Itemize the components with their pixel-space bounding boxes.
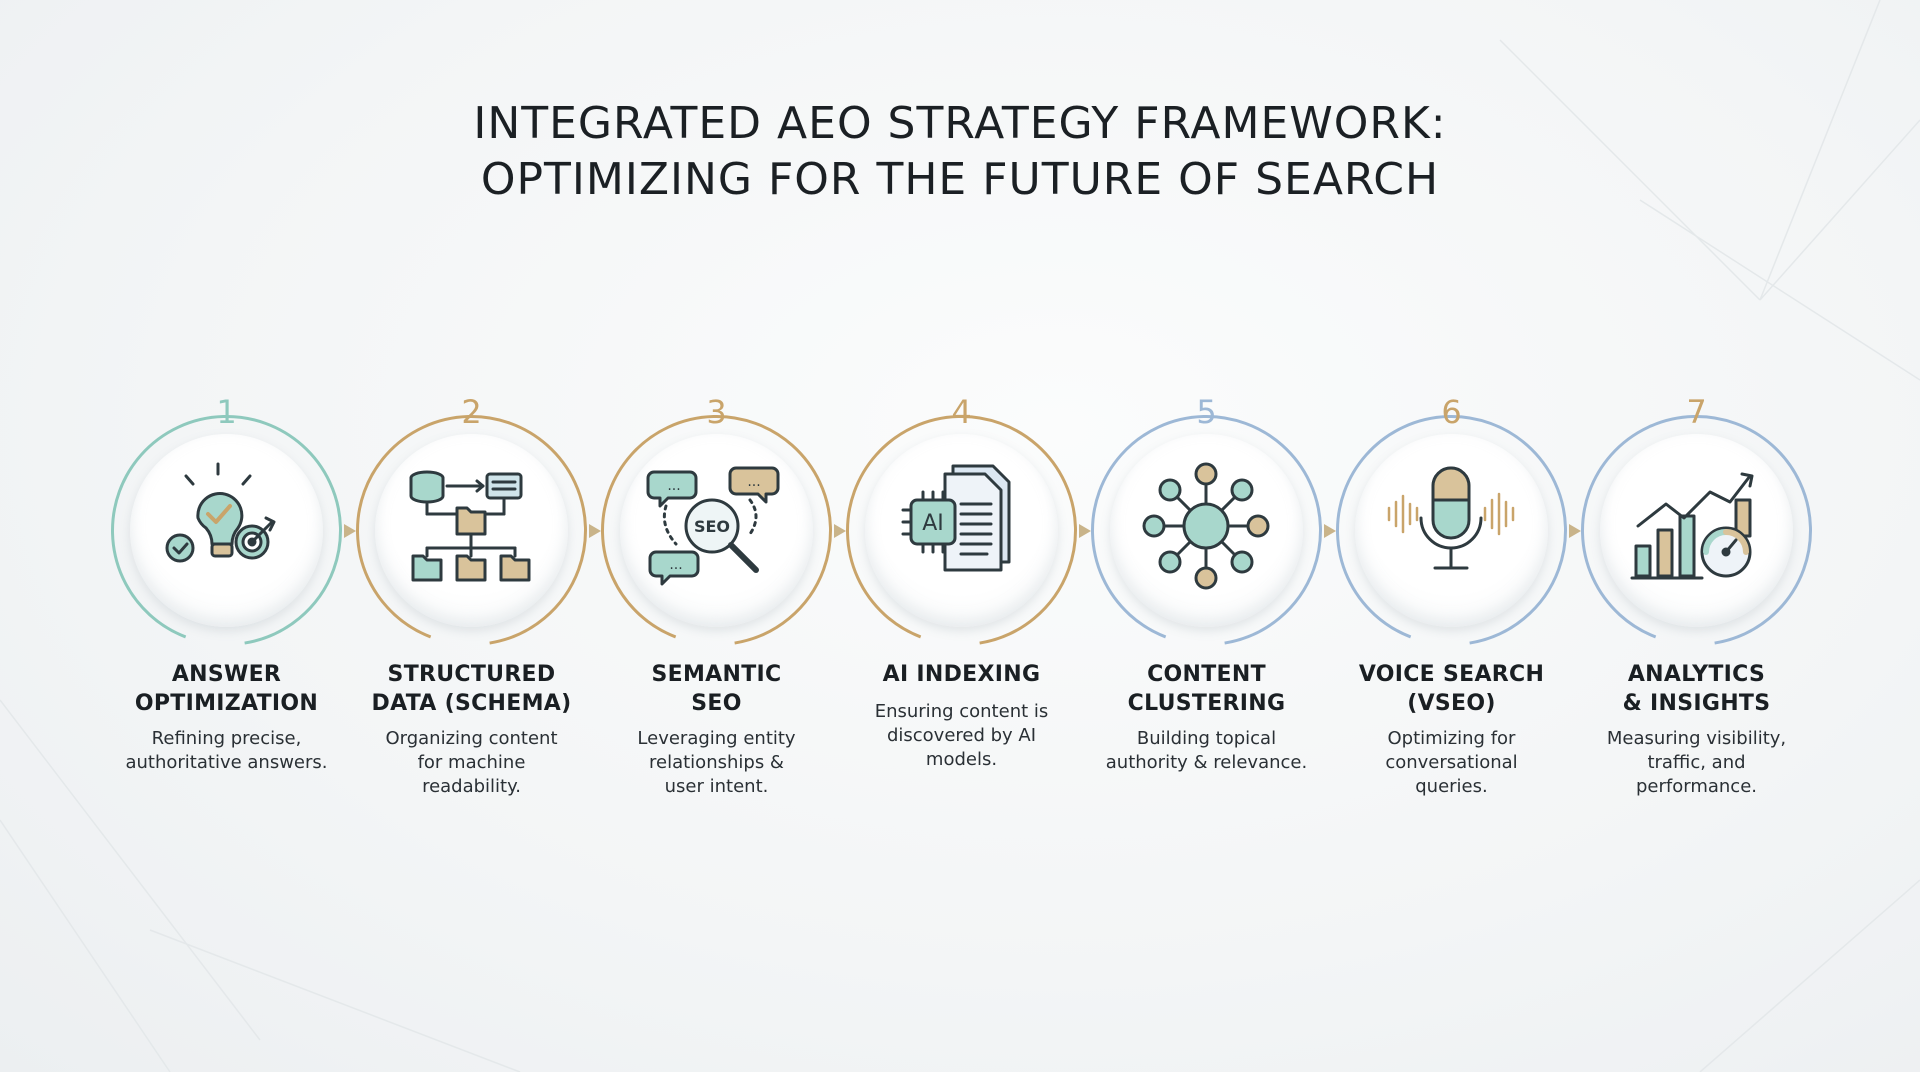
step-description: Organizing content for machine readabili… <box>385 728 558 797</box>
step-ring <box>601 415 832 646</box>
step-description: Building topical authority & relevance. <box>1105 728 1308 773</box>
seo-magnifier-icon: SEO ... ... ... <box>646 466 780 586</box>
svg-text:SEO: SEO <box>694 517 730 536</box>
arrow-icon <box>1569 524 1581 538</box>
step-ring <box>111 415 342 646</box>
step-ring <box>1581 415 1812 646</box>
schema-hierarchy-icon <box>409 470 531 582</box>
step-label: VOICE SEARCH (VSEO) <box>1358 662 1545 716</box>
step-number: 2 <box>461 393 482 431</box>
step-description: Ensuring content is discovered by AI mod… <box>874 701 1049 770</box>
step-ring <box>1336 415 1567 646</box>
step-number: 7 <box>1686 393 1707 431</box>
step-label: AI INDEXING <box>882 662 1041 687</box>
page-title: INTEGRATED AEO STRATEGY FRAMEWORK: OPTIM… <box>0 96 1920 208</box>
step-ring <box>846 415 1077 646</box>
svg-text:...: ... <box>747 474 760 490</box>
step-label: CONTENT CLUSTERING <box>1127 662 1286 716</box>
step-number: 3 <box>706 393 727 431</box>
step-disc <box>1600 434 1793 627</box>
step-description: Measuring visibility, traffic, and perfo… <box>1606 728 1787 797</box>
arrow-icon <box>589 524 601 538</box>
step-description: Leveraging entity relationships & user i… <box>637 728 796 797</box>
title-line-1: INTEGRATED AEO STRATEGY FRAMEWORK: <box>473 98 1447 149</box>
step-number: 5 <box>1196 393 1217 431</box>
arrow-icon <box>1324 524 1336 538</box>
microphone-icon <box>1387 466 1515 570</box>
step-ring <box>356 415 587 646</box>
step-ring <box>1091 415 1322 646</box>
ai-document-icon: AI <box>901 464 1011 572</box>
content-cluster-icon <box>1142 462 1270 590</box>
arrow-icon <box>1079 524 1091 538</box>
step-number: 4 <box>951 393 972 431</box>
step-number: 6 <box>1441 393 1462 431</box>
arrow-icon <box>834 524 846 538</box>
analytics-chart-icon <box>1630 472 1754 580</box>
title-line-2: OPTIMIZING FOR THE FUTURE OF SEARCH <box>480 154 1440 205</box>
svg-text:...: ... <box>669 557 682 573</box>
svg-text:...: ... <box>667 478 680 494</box>
step-label: SEMANTIC SEO <box>651 662 782 716</box>
step-label: ANALYTICS & INSIGHTS <box>1622 662 1771 716</box>
lightbulb-target-icon <box>165 462 276 563</box>
arrow-icon <box>344 524 356 538</box>
step-description: Optimizing for conversational queries. <box>1385 728 1518 797</box>
step-number: 1 <box>216 393 237 431</box>
ai-chip-text: AI <box>922 511 944 536</box>
step-label: ANSWER OPTIMIZATION <box>134 662 319 716</box>
step-label: STRUCTURED DATA (SCHEMA) <box>371 662 572 716</box>
step-description: Refining precise, authoritative answers. <box>125 728 328 773</box>
